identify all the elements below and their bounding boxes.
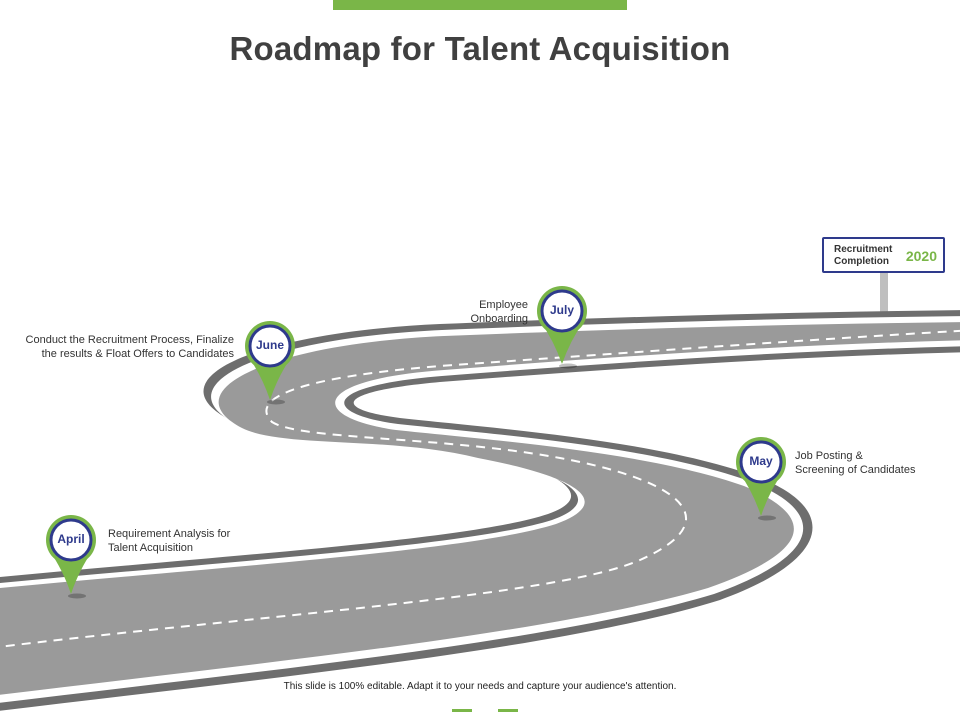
- milestone-desc-line: Talent Acquisition: [108, 542, 193, 554]
- milestone-desc-line: the results & Float Offers to Candidates: [41, 348, 234, 360]
- marker-shadow: [758, 515, 776, 521]
- footer-note: This slide is 100% editable. Adapt it to…: [283, 681, 677, 692]
- footer-dash-right: [498, 709, 518, 712]
- footer-dash-left: [452, 709, 472, 712]
- marker-month-june: June: [255, 338, 284, 352]
- marker-badge: [540, 289, 584, 333]
- milestone-desc-may: Job Posting & Screening of Candidates: [795, 449, 915, 477]
- milestone-desc-line: Conduct the Recruitment Process, Finaliz…: [25, 334, 234, 346]
- road-center-dashes: [0, 329, 960, 648]
- milestone-desc-line: Requirement Analysis for: [108, 528, 231, 540]
- marker-month-april: April: [57, 532, 85, 546]
- milestone-marker-june: [245, 321, 295, 405]
- page-title: Roadmap for Talent Acquisition: [229, 30, 731, 67]
- top-accent-bar: [333, 0, 627, 10]
- milestone-desc-line: Job Posting &: [795, 450, 863, 462]
- sign-label-line: Recruitment: [834, 244, 893, 255]
- marker-badge: [739, 440, 783, 484]
- milestone-marker-april: [46, 515, 96, 599]
- milestone-desc-june: Conduct the Recruitment Process, Finaliz…: [6, 333, 234, 361]
- sign-post-pole: [880, 272, 888, 333]
- marker-shadow: [68, 593, 86, 599]
- sign-year: 2020: [905, 248, 937, 264]
- marker-badge: [248, 324, 292, 368]
- milestone-desc-line: Screening of Candidates: [795, 464, 916, 476]
- milestone-desc-line: Onboarding: [470, 313, 529, 325]
- marker-shadow: [267, 399, 285, 405]
- road-asphalt: [0, 322, 960, 695]
- winding-road: [0, 310, 960, 711]
- marker-badge: [49, 518, 93, 562]
- milestone-marker-july: [537, 286, 587, 369]
- sign-label-line: Completion: [834, 256, 889, 267]
- milestone-marker-may: [736, 437, 786, 521]
- marker-month-may: May: [749, 454, 773, 468]
- marker-shadow: [559, 363, 577, 369]
- marker-month-july: July: [549, 303, 574, 317]
- milestone-desc-line: Employee: [479, 299, 528, 311]
